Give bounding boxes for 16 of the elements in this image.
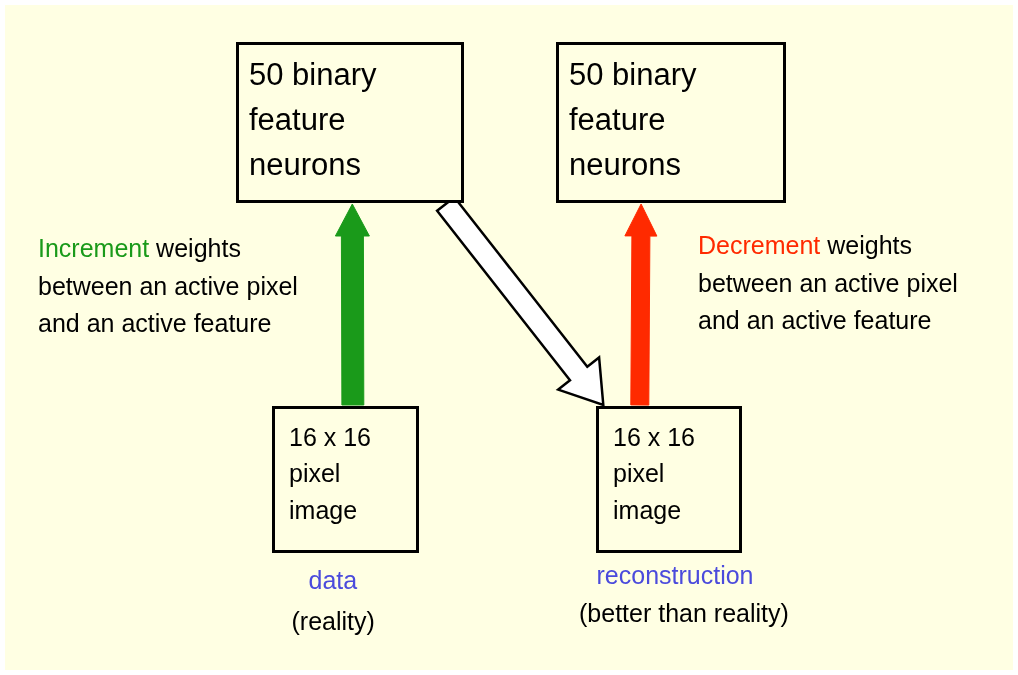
process-box [236, 42, 464, 203]
block-arrow [624, 203, 658, 406]
node-text: 16 x 16 pixel image [613, 422, 696, 526]
node-text: 16 x 16 pixel image [289, 422, 372, 526]
edge-label: Increment weights between an active pixel and an active feature [38, 233, 299, 339]
block-arrow [334, 203, 370, 406]
process-box [272, 406, 419, 553]
caption-label: reconstruction [596, 561, 754, 590]
caption-note: (reality) [291, 607, 375, 636]
edge-label: Decrement weights between an active pixel and an active feature [698, 230, 959, 336]
node-text: 50 binary feature neurons [569, 56, 698, 184]
caption-note: (better than reality) [579, 599, 789, 628]
process-box [556, 42, 786, 203]
caption-label: data [308, 566, 358, 595]
process-box [596, 406, 742, 553]
node-text: 50 binary feature neurons [249, 56, 378, 184]
